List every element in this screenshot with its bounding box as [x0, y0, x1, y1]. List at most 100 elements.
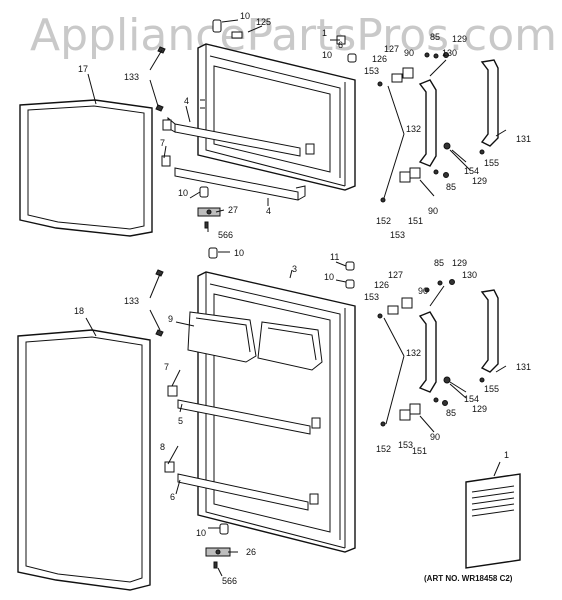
screw-132-bottom: [380, 197, 386, 203]
callout-label: 153: [398, 440, 413, 450]
callout-label: 6: [170, 492, 175, 502]
callout-label: 130: [442, 48, 457, 58]
screw-85-lower-b: [433, 397, 439, 403]
callout-label: 155: [484, 384, 499, 394]
callout-label: 131: [516, 362, 531, 372]
handle-part-126-upper: [402, 67, 414, 79]
callout-label: 129: [472, 404, 487, 414]
callout-label: 133: [124, 72, 139, 82]
callout-label: 90: [404, 48, 414, 58]
callout-label: 133: [124, 296, 139, 306]
callout-label: 153: [364, 66, 379, 76]
callout-label: 6: [338, 40, 343, 50]
freezer-door-assembly: [19, 19, 499, 237]
fresh-food-door-handle: [418, 311, 437, 393]
callout-label: 125: [256, 17, 271, 27]
handle-part-151-upper: [409, 167, 421, 179]
callout-label: 129: [472, 176, 487, 186]
fresh-food-door-gasket: [17, 329, 151, 591]
screw-155-upper: [479, 149, 485, 155]
freezer-rail-end-cap: [305, 143, 315, 155]
handle-part-151-lower: [409, 403, 421, 415]
freezer-door-handle: [418, 79, 437, 167]
top-bushing-10: [212, 19, 222, 33]
screw-129-lower: [449, 279, 455, 285]
screw-154-upper: [443, 142, 451, 150]
callout-label: 152: [376, 444, 391, 454]
fresh-food-hinge: [205, 547, 231, 569]
screw-132-lower-top: [377, 313, 383, 319]
callout-label: 10: [196, 528, 206, 538]
screw-90-upper: [424, 52, 430, 58]
callout-label: 151: [408, 216, 423, 226]
callout-label: 151: [412, 446, 427, 456]
handle-part-153-lower-b: [399, 409, 411, 421]
callout-label: 90: [418, 286, 428, 296]
callout-label: 4: [266, 206, 271, 216]
callout-label: 566: [222, 576, 237, 586]
callout-label: 126: [374, 280, 389, 290]
callout-label: 129: [452, 34, 467, 44]
freezer-rail-clip-lower: [161, 155, 171, 167]
fresh-food-shelf-rail-6: [177, 473, 309, 511]
screw-85-mid: [433, 169, 439, 175]
freezer-shelf-rail-lower: [174, 167, 306, 201]
freezer-hinge: [197, 207, 221, 229]
callout-label: 153: [364, 292, 379, 302]
callout-label: 1: [322, 28, 327, 38]
fresh-food-door-assembly: [17, 247, 521, 591]
fresh-food-rail-end-cap-5: [311, 417, 321, 429]
callout-label: 10: [178, 188, 188, 198]
handle-part-153-upper: [391, 73, 403, 83]
callout-labels: 10 125 1 6 10 85 129 127 90 130 126 153 …: [74, 11, 531, 586]
dairy-bin-right: [257, 321, 323, 371]
callout-label: 154: [464, 166, 479, 176]
callout-label: 127: [384, 44, 399, 54]
screw-133-lower-b: [155, 329, 164, 337]
callout-label: 8: [160, 442, 165, 452]
screw-129-lower-b: [442, 400, 448, 406]
handle-part-153-lower: [399, 171, 411, 183]
callout-label: 132: [406, 348, 421, 358]
screw-85-upper: [433, 53, 439, 59]
callout-label: 85: [434, 258, 444, 268]
callout-label: 10: [234, 248, 244, 258]
callout-label: 7: [164, 362, 169, 372]
callout-label: 4: [184, 96, 189, 106]
freezer-door-panel: [197, 43, 356, 191]
freezer-rail-clip-upper: [162, 119, 172, 131]
callout-label: 11: [330, 252, 339, 262]
mid-bushing-10b: [345, 279, 355, 289]
leader-lines: [85, 19, 507, 577]
callout-label: 130: [462, 270, 477, 280]
callout-label: 5: [178, 416, 183, 426]
screw-132-lower-bottom: [380, 421, 386, 427]
fresh-food-bushing: [219, 523, 229, 535]
callout-label: 154: [464, 394, 479, 404]
callout-label: 85: [430, 32, 440, 42]
freezer-handle-trim: [480, 59, 499, 147]
fresh-food-rail-end-cap-6: [309, 493, 319, 505]
art-number: (ART NO. WR18458 C2): [424, 574, 513, 583]
handle-part-126-lower: [401, 297, 413, 309]
callout-label: 131: [516, 134, 531, 144]
callout-label: 90: [428, 206, 438, 216]
freezer-bushing: [199, 186, 209, 198]
callout-label: 85: [446, 182, 456, 192]
nameplate-panel: [465, 473, 521, 569]
fresh-food-shelf-rail-5: [177, 399, 311, 435]
callout-label: 129: [452, 258, 467, 268]
fresh-food-handle-trim: [480, 289, 499, 373]
callout-label: 90: [430, 432, 440, 442]
screw-155-lower: [479, 377, 485, 383]
freezer-door-gasket: [19, 99, 153, 237]
callout-label: 18: [74, 306, 84, 316]
top-bushing-10b: [347, 53, 357, 63]
callout-label: 27: [228, 205, 238, 215]
callout-label: 10: [240, 11, 250, 21]
screw-129-mid: [443, 172, 449, 178]
callout-label: 85: [446, 408, 456, 418]
fresh-food-rail-clip-7: [167, 385, 178, 397]
watermark-text: AppliancePartsPros.com: [30, 10, 557, 61]
